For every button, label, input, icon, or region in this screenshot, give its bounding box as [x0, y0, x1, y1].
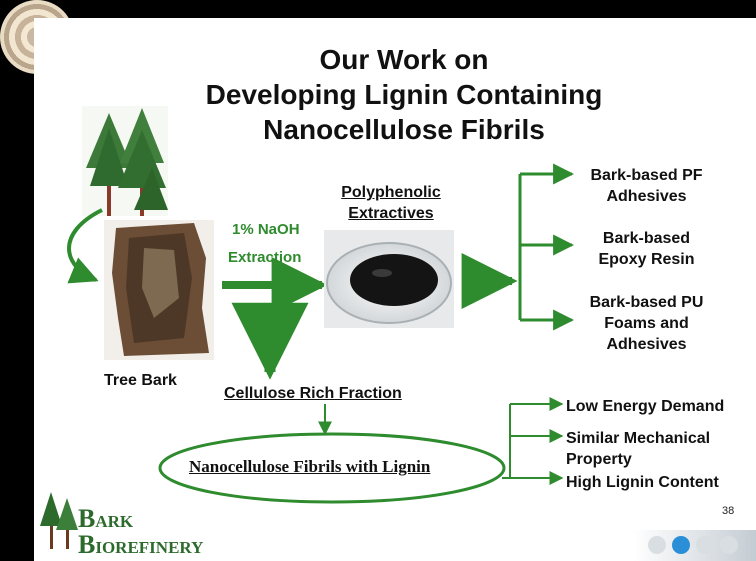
control-dot-1[interactable]: [648, 536, 666, 554]
title-line-2: Developing Lignin Containing: [205, 79, 603, 110]
control-dot-3[interactable]: [696, 536, 714, 554]
bottom-output-bracket: [502, 397, 564, 485]
extractives-label: Polyphenolic Extractives: [341, 184, 441, 222]
extractives-dish-image: [324, 230, 454, 328]
title-line-3: Nanocellulose Fibrils: [263, 114, 545, 145]
top-output-bracket: [518, 163, 575, 331]
naoh-label: 1% NaOH: [232, 221, 300, 238]
slide-number: 38: [722, 505, 735, 517]
trees-image: [82, 106, 168, 216]
output-high-lignin: High Lignin Content: [566, 474, 719, 491]
bark-biorefinery-logo: BARK BIOREFINERY: [78, 504, 204, 559]
slide: Our Work on Developing Lignin Containing…: [34, 18, 756, 561]
control-dot-4[interactable]: [720, 536, 738, 554]
logo-trees-icon: [40, 492, 78, 549]
output-low-energy: Low Energy Demand: [566, 398, 725, 415]
cellulose-label: Cellulose Rich Fraction: [224, 385, 402, 402]
slide-title: Our Work on Developing Lignin Containing…: [134, 42, 674, 147]
tree-bark-image: [104, 220, 214, 360]
nanocellulose-ellipse: [158, 432, 506, 504]
curved-arrow: [67, 208, 103, 284]
diagram-graphics: [40, 106, 575, 549]
control-dot-active[interactable]: [672, 536, 690, 554]
title-line-1: Our Work on: [319, 44, 489, 75]
nanocellulose-label: Nanocellulose Fibrils with Lignin: [189, 457, 431, 476]
tree-bark-label: Tree Bark: [104, 372, 177, 389]
extraction-label: Extraction: [228, 249, 302, 266]
